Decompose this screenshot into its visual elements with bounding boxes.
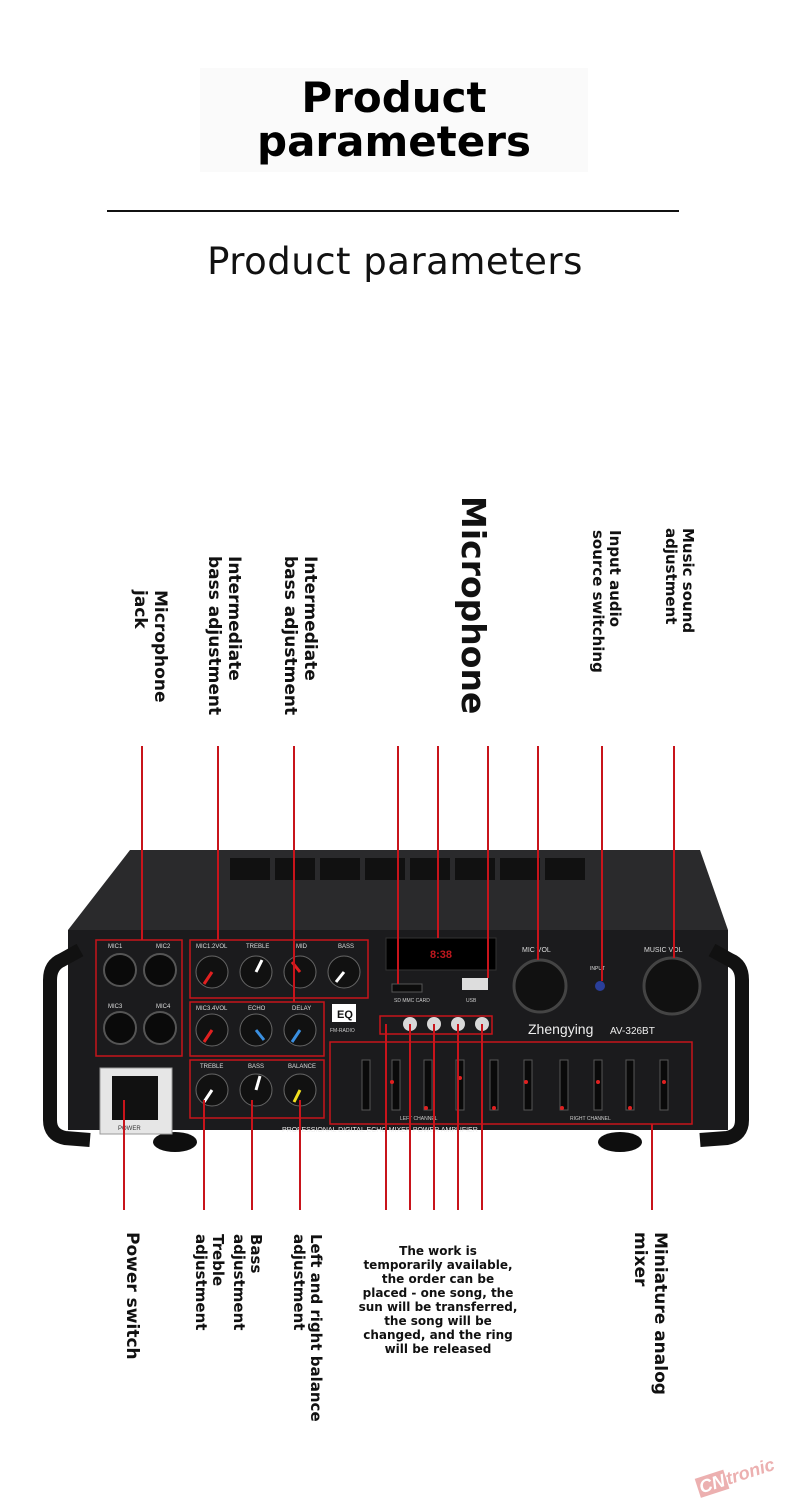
brand-name: Zhengying: [528, 1021, 593, 1037]
knob-row2-group: [189, 1001, 325, 1057]
foot-right: [598, 1132, 642, 1152]
usb-port: [462, 978, 488, 990]
display: [385, 937, 497, 971]
label-bass: Bass adjustment: [230, 1234, 265, 1331]
knobs-row1: [195, 955, 361, 989]
svg-text:TREBLE: TREBLE: [200, 1064, 223, 1070]
knobs-row3: [195, 1073, 317, 1107]
svg-text:MID: MID: [296, 944, 308, 950]
svg-text:ECHO: ECHO: [248, 1006, 266, 1012]
mic3-label: MIC3: [108, 1004, 123, 1010]
amp-vents: [230, 858, 585, 880]
strip-text: PROFESSIONAL DIGITAL ECHO MIXER POWER AM…: [282, 1127, 478, 1134]
svg-text:EQ: EQ: [337, 1009, 353, 1021]
svg-text:BALANCE: BALANCE: [288, 1064, 316, 1070]
control-buttons-group: [379, 1015, 493, 1035]
svg-text:BASS: BASS: [248, 1064, 264, 1070]
divider: [107, 210, 679, 212]
label-music-sound: Music sound adjustment: [662, 528, 697, 634]
mic-jacks: [103, 953, 177, 1045]
svg-text:FM-RADIO: FM-RADIO: [330, 1028, 355, 1034]
sd-slot: [391, 983, 423, 993]
knobs-row2: [195, 1013, 317, 1047]
label-mixer: Miniature analog mixer: [630, 1232, 670, 1395]
title-box: Product parameters: [200, 68, 588, 172]
right-handle: [699, 943, 749, 1147]
svg-text:USB: USB: [466, 998, 477, 1004]
svg-text:RIGHT CHANNEL: RIGHT CHANNEL: [570, 1116, 611, 1122]
label-microphone-jack: Microphone jack: [130, 590, 170, 703]
mic4-label: MIC4: [156, 1004, 171, 1010]
label-intermediate-bass-1: Intermediate bass adjustment: [204, 556, 244, 716]
label-power-switch: Power switch: [122, 1232, 142, 1360]
knob-row1-group: [189, 939, 369, 999]
label-buttons-note: The work is temporarily available, the o…: [358, 1244, 518, 1356]
svg-text:INPUT: INPUT: [590, 966, 605, 972]
svg-text:POWER: POWER: [118, 1126, 141, 1132]
svg-text:SD MMC CARD: SD MMC CARD: [394, 998, 430, 1004]
mic-vol-knob: [512, 958, 568, 1014]
page-subtitle: Product parameters: [207, 240, 583, 283]
mic-jack-group: [95, 939, 183, 1057]
page-title: Product parameters: [257, 73, 531, 166]
label-treble: Treble adjustment: [192, 1234, 227, 1331]
label-balance: Left and right balance adjustment: [290, 1234, 325, 1422]
svg-text:MUSIC VOL: MUSIC VOL: [644, 947, 683, 954]
svg-text:MIC VOL: MIC VOL: [522, 947, 551, 954]
svg-text:MIC1.2VOL: MIC1.2VOL: [196, 944, 228, 950]
svg-text:TREBLE: TREBLE: [246, 944, 269, 950]
model-name: AV-326BT: [610, 1026, 655, 1037]
eq-sliders: [361, 1059, 669, 1111]
label-intermediate-bass-2: Intermediate bass adjustment: [280, 556, 320, 716]
power-switch: [112, 1076, 158, 1120]
svg-text:MIC3.4VOL: MIC3.4VOL: [196, 1006, 228, 1012]
eq-mixer-group: [329, 1041, 693, 1125]
left-handle: [43, 943, 91, 1147]
svg-text:BASS: BASS: [338, 944, 354, 950]
input-switch: [595, 981, 605, 991]
mic2-label: MIC2: [156, 944, 171, 950]
mic1-label: MIC1: [108, 944, 123, 950]
svg-text:DELAY: DELAY: [292, 1006, 311, 1012]
callout-lines: [123, 746, 675, 1210]
foot-left: [153, 1132, 197, 1152]
svg-text:8:38: 8:38: [430, 949, 452, 961]
label-input-source: Input audio source switching: [589, 530, 624, 673]
knob-row3-group: [189, 1059, 325, 1119]
eq-badge: [332, 1004, 356, 1022]
music-vol-knob: [642, 956, 702, 1016]
svg-text:LEFT CHANNEL: LEFT CHANNEL: [400, 1116, 438, 1122]
label-microphone: Microphone: [454, 496, 493, 715]
